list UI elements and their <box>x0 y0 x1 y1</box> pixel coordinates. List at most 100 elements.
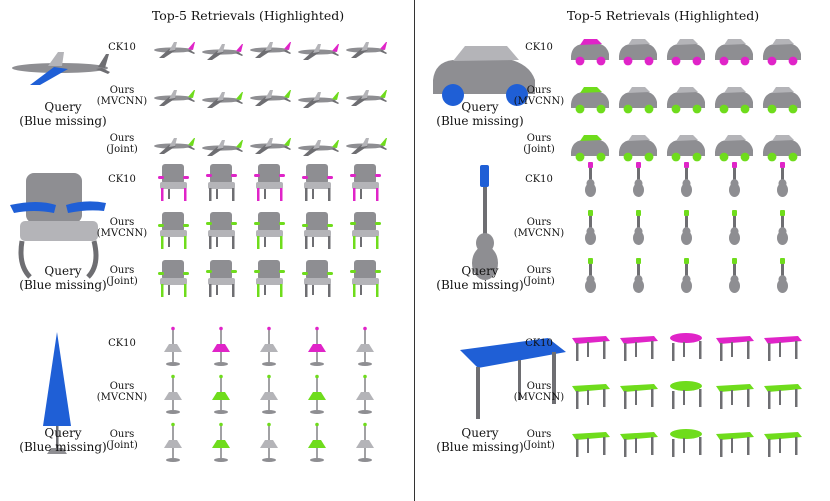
row-label-ck10: CK10 <box>96 174 148 185</box>
retrieval-car-mvcnn-2 <box>619 87 657 114</box>
query-label: Query(Blue missing) <box>425 264 535 292</box>
row-label-ck10: CK10 <box>513 338 565 349</box>
retrieval-guitar-ck10-2 <box>633 162 644 197</box>
retrieval-chair-ck10-2 <box>206 164 237 201</box>
row-label-line: CK10 <box>525 42 553 53</box>
query-shape-airplane <box>12 52 110 85</box>
retrieval-airplane-ck10-1 <box>154 42 195 58</box>
retrieval-lamp-mvcnn-2 <box>212 374 230 414</box>
retrieval-lamp-mvcnn-5 <box>356 374 374 414</box>
query-label-line: Query <box>461 426 499 440</box>
row-label-joint: Ours(Joint) <box>513 429 565 451</box>
query-label-line: (Blue missing) <box>436 114 524 128</box>
retrieval-airplane-mvcnn-5 <box>346 90 387 106</box>
row-label-line: Ours <box>526 85 552 96</box>
retrieval-table-mvcnn-5 <box>764 384 802 409</box>
retrieval-guitar-ck10-1 <box>585 162 596 197</box>
retrieval-table-joint-5 <box>764 432 802 457</box>
retrieval-airplane-joint-3 <box>250 138 291 154</box>
row-label-line: (MVCNN) <box>513 228 565 239</box>
retrieval-table-joint-4 <box>716 432 754 457</box>
retrieval-car-joint-4 <box>715 135 753 162</box>
retrieval-chair-joint-2 <box>206 260 237 297</box>
row-label-line: (MVCNN) <box>96 96 148 107</box>
query-label-line: (Blue missing) <box>436 278 524 292</box>
retrieval-lamp-joint-5 <box>356 422 374 462</box>
retrieval-car-joint-1 <box>571 135 609 162</box>
retrieval-table-ck10-1 <box>572 336 610 361</box>
retrieval-table-mvcnn-1 <box>572 384 610 409</box>
left-panel: Top-5 Retrievals (Highlighted) Query(Blu… <box>0 0 413 501</box>
retrieval-lamp-ck10-5 <box>356 326 374 366</box>
retrieval-chair-joint-4 <box>302 260 333 297</box>
retrieval-car-ck10-5 <box>763 39 801 66</box>
retrieval-airplane-mvcnn-4 <box>298 92 339 108</box>
row-label-joint: Ours(Joint) <box>96 429 148 451</box>
retrieval-car-ck10-2 <box>619 39 657 66</box>
row-label-line: (MVCNN) <box>513 392 565 403</box>
row-label-line: Ours <box>526 133 552 144</box>
retrieval-airplane-ck10-3 <box>250 42 291 58</box>
retrieval-airplane-joint-2 <box>202 140 243 156</box>
row-label-line: CK10 <box>525 338 553 349</box>
row-label-line: Ours <box>109 217 135 228</box>
row-label-joint: Ours(Joint) <box>513 133 565 155</box>
row-label-line: (MVCNN) <box>96 392 148 403</box>
row-label-joint: Ours(Joint) <box>513 265 565 287</box>
query-label: Query(Blue missing) <box>8 264 118 292</box>
retrieval-car-mvcnn-3 <box>667 87 705 114</box>
query-shape-table <box>460 338 566 419</box>
retrieval-car-joint-5 <box>763 135 801 162</box>
retrieval-table-joint-3 <box>670 429 702 457</box>
retrieval-airplane-ck10-5 <box>346 42 387 58</box>
retrieval-lamp-joint-2 <box>212 422 230 462</box>
retrieval-table-ck10-5 <box>764 336 802 361</box>
row-label-line: Ours <box>109 381 135 392</box>
query-label-line: (Blue missing) <box>19 114 107 128</box>
retrieval-table-ck10-2 <box>620 336 658 361</box>
query-shape-car <box>433 46 535 106</box>
row-label-line: (MVCNN) <box>513 96 565 107</box>
row-label-joint: Ours(Joint) <box>96 133 148 155</box>
query-shape-chair <box>10 173 106 279</box>
query-shape-guitar <box>472 165 498 280</box>
retrieval-chair-joint-1 <box>158 260 189 297</box>
retrieval-airplane-joint-4 <box>298 140 339 156</box>
retrieval-car-mvcnn-4 <box>715 87 753 114</box>
row-label-ck10: CK10 <box>513 174 565 185</box>
retrieval-guitar-mvcnn-2 <box>633 210 644 245</box>
retrieval-car-ck10-4 <box>715 39 753 66</box>
retrieval-lamp-ck10-2 <box>212 326 230 366</box>
retrieval-lamp-mvcnn-1 <box>164 374 182 414</box>
retrieval-table-joint-2 <box>620 432 658 457</box>
retrieval-chair-mvcnn-1 <box>158 212 189 249</box>
row-label-line: Ours <box>109 133 135 144</box>
retrieval-airplane-ck10-4 <box>298 44 339 60</box>
row-label-line: CK10 <box>525 174 553 185</box>
row-label-line: Ours <box>526 429 552 440</box>
retrieval-car-mvcnn-5 <box>763 87 801 114</box>
row-label-line: Ours <box>109 85 135 96</box>
row-label-line: Ours <box>526 381 552 392</box>
retrieval-lamp-joint-4 <box>308 422 326 462</box>
row-label-line: (MVCNN) <box>96 228 148 239</box>
row-label-line: (Joint) <box>106 276 138 287</box>
row-label-line: (Joint) <box>106 440 138 451</box>
retrieval-car-mvcnn-1 <box>571 87 609 114</box>
query-label: Query(Blue missing) <box>8 100 118 128</box>
retrieval-table-joint-1 <box>572 432 610 457</box>
retrieval-guitar-mvcnn-3 <box>681 210 692 245</box>
retrieval-guitar-mvcnn-5 <box>777 210 788 245</box>
right-panel: Top-5 Retrievals (Highlighted) Query(Blu… <box>417 0 830 501</box>
retrieval-car-ck10-1 <box>571 39 609 66</box>
retrieval-guitar-mvcnn-1 <box>585 210 596 245</box>
query-label-line: Query <box>44 264 82 278</box>
retrieval-table-mvcnn-4 <box>716 384 754 409</box>
query-label-line: (Blue missing) <box>19 440 107 454</box>
row-label-mvcnn: Ours(MVCNN) <box>513 381 565 403</box>
retrieval-airplane-joint-1 <box>154 138 195 154</box>
retrieval-lamp-ck10-1 <box>164 326 182 366</box>
retrieval-chair-mvcnn-3 <box>254 212 285 249</box>
retrieval-lamp-ck10-3 <box>260 326 278 366</box>
row-label-ck10: CK10 <box>513 42 565 53</box>
